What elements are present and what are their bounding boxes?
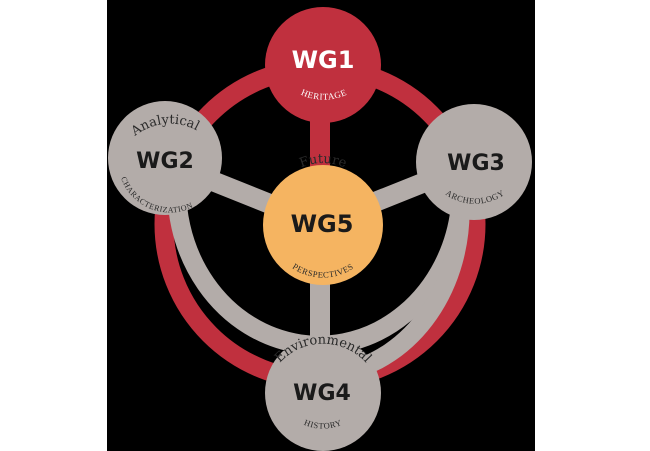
node-wg3-code: WG3 [447, 151, 505, 176]
node-wg3: WG3 ARCHEOLOGY [416, 104, 532, 220]
node-wg1: WG1 HERITAGE [265, 7, 381, 123]
node-wg4-code: WG4 [293, 381, 351, 406]
node-wg2-circle [108, 101, 222, 215]
node-wg5-code: WG5 [291, 210, 354, 238]
node-wg2: WG2 Analytical CHARACTERIZATION [108, 101, 222, 215]
node-wg4-bottom-text: HISTORY [303, 417, 343, 431]
node-wg5-circle [263, 165, 383, 285]
node-wg2-code: WG2 [136, 149, 194, 174]
node-wg1-code: WG1 [292, 46, 355, 74]
node-wg1-circle [265, 7, 381, 123]
node-wg1-bottom-text: HERITAGE [300, 87, 348, 102]
node-wg5: WG5 Future PERSPECTIVES [263, 152, 383, 285]
node-wg4-circle [265, 335, 381, 451]
node-wg3-circle [416, 104, 532, 220]
